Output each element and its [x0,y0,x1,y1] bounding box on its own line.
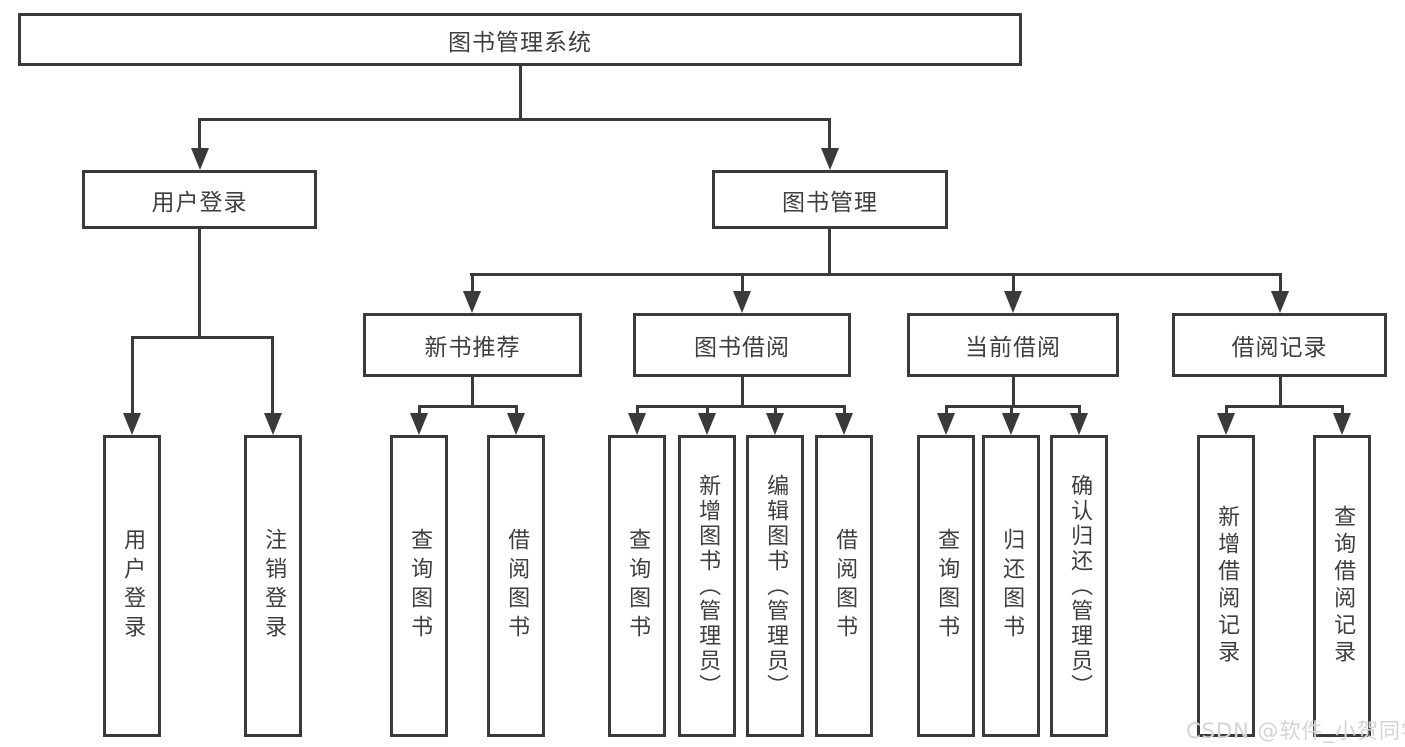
arrow-to-cb-query [937,413,955,435]
connector-book-borrow-trunk [741,377,744,408]
leaf-bb-edit-books-admin: 编辑图书（管理员） [746,435,804,737]
arrow-to-bb-query [628,413,646,435]
node-current-borrowing: 当前借阅 [907,313,1119,377]
arrow-to-new-book-rec [463,291,481,313]
connector-stub-new-book-rec [471,273,474,293]
arrow-to-book-borrow [733,291,751,313]
node-label: 当前借阅 [965,335,1061,361]
arrow-to-bb-borrow [835,413,853,435]
node-label: 查询图书 [934,528,960,644]
connector-user-login-trunk [198,229,201,339]
connector-stub-book-borrow [741,273,744,293]
node-label: 用户登录 [151,189,248,216]
connector-stub-user-login [198,118,201,150]
arrow-to-current-borrow [1004,291,1022,313]
connector-stub-cb-confirm [1078,405,1081,417]
leaf-bb-query-books: 查询图书 [608,435,666,737]
node-label: 图书管理系统 [448,29,592,56]
node-label: 查询图书 [407,528,433,644]
connector-borrow-records-distribution [1225,405,1344,408]
connector-current-borrow-trunk [1012,377,1015,408]
node-label: 借阅记录 [1231,335,1328,361]
arrow-to-nbr-query [410,413,428,435]
node-label: 归还图书 [999,528,1025,644]
connector-stub-bb-add [706,405,709,417]
arrow-to-cb-return [1002,413,1020,435]
connector-stub-br-query [1341,405,1344,417]
node-book-management-branch: 图书管理 [712,170,948,229]
arrow-to-book-mgmt [821,148,839,170]
node-label: 编辑图书（管理员） [763,473,789,699]
node-label: 借阅图书 [832,528,858,644]
leaf-user-login: 用户登录 [103,435,161,737]
node-library-management-system: 图书管理系统 [18,13,1022,66]
connector-stub-borrow-records [1279,273,1282,293]
node-new-book-recommend: 新书推荐 [363,313,582,377]
connector-borrow-records-trunk [1279,377,1282,408]
node-label: 借阅图书 [504,528,530,644]
node-user-login-branch: 用户登录 [82,170,317,229]
node-label: 新书推荐 [424,335,521,361]
arrow-to-leaf-user-login [123,413,141,435]
connector-stub-bb-borrow [843,405,846,417]
connector-stub-bb-edit [774,405,777,417]
node-label: 图书管理 [782,189,878,216]
arrow-to-nbr-borrow [507,413,525,435]
connector-new-book-rec-distribution [418,405,518,408]
connector-stub-cb-return [1010,405,1013,417]
node-label: 查询图书 [625,528,651,644]
connector-stub-book-mgmt [828,118,831,150]
connector-stub-current-borrow [1012,273,1015,293]
arrow-to-br-query [1333,413,1351,435]
node-label: 图书借阅 [694,335,790,361]
node-label: 新增图书（管理员） [695,473,721,699]
connector-stub-nbr-borrow [515,405,518,417]
connector-stub-nbr-query [418,405,421,417]
arrow-to-borrow-records [1271,291,1289,313]
csdn-watermark: CSDN @软件_小贺同学 [1186,719,1405,743]
leaf-nbr-query-books: 查询图书 [390,435,448,737]
leaf-logout: 注销登录 [244,435,302,737]
node-label: 查询借阅记录 [1330,505,1356,667]
node-label: 注销登录 [261,528,287,644]
arrow-to-cb-confirm [1070,413,1088,435]
connector-new-book-rec-trunk [471,377,474,408]
connector-level3-distribution [470,273,1281,276]
leaf-cb-return-books: 归还图书 [982,435,1040,737]
connector-user-login-distribution [131,336,274,339]
node-label: 确认归还（管理员） [1067,473,1093,699]
leaf-nbr-borrow-books: 借阅图书 [487,435,545,737]
connector-current-borrow-distribution [945,405,1081,408]
connector-stub-br-add [1225,405,1228,417]
connector-stub-leaf-logout [271,336,274,415]
connector-stub-cb-query [945,405,948,417]
leaf-bb-add-books-admin: 新增图书（管理员） [678,435,736,737]
leaf-cb-query-books: 查询图书 [917,435,975,737]
connector-book-mgmt-trunk [828,229,831,276]
connector-stub-bb-query [636,405,639,417]
node-label: 用户登录 [120,528,146,644]
leaf-bb-borrow-books: 借阅图书 [815,435,873,737]
leaf-br-query-record: 查询借阅记录 [1313,435,1371,737]
arrow-to-bb-edit [766,413,784,435]
node-book-borrowing: 图书借阅 [633,313,851,377]
connector-stub-leaf-user-login [131,336,134,415]
connector-book-borrow-distribution [636,405,846,408]
arrow-to-leaf-logout [264,413,282,435]
arrow-to-user-login [191,148,209,170]
arrow-to-br-add [1217,413,1235,435]
leaf-cb-confirm-return-admin: 确认归还（管理员） [1050,435,1108,737]
connector-level2-distribution [198,118,831,121]
connector-root-trunk [519,66,522,121]
node-borrow-records: 借阅记录 [1172,313,1387,377]
node-label: 新增借阅记录 [1214,505,1240,667]
arrow-to-bb-add [698,413,716,435]
leaf-br-add-record: 新增借阅记录 [1197,435,1255,737]
